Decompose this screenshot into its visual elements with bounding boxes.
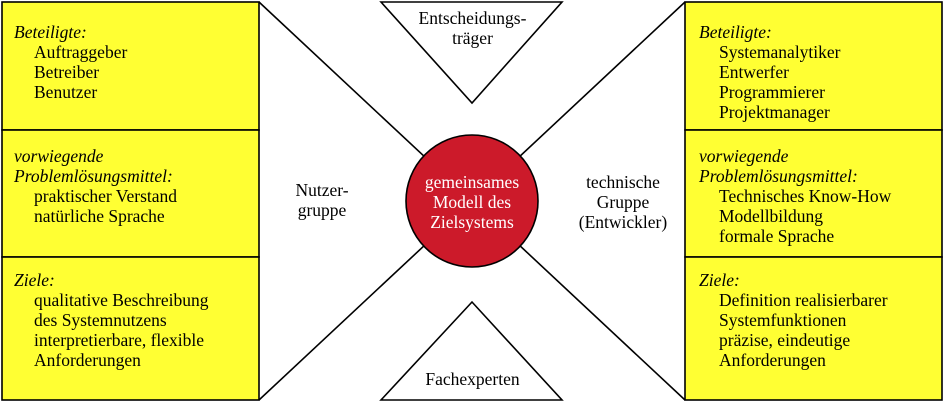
left-ziele-box xyxy=(1,256,260,401)
right-group-line: Gruppe xyxy=(596,192,650,212)
right-ziele-item: präzise, eindeutige xyxy=(719,330,851,350)
right-ziele-box xyxy=(684,256,943,401)
left-ziele-heading: Ziele: xyxy=(14,270,55,290)
right-ziele-item: Systemfunktionen xyxy=(719,310,847,330)
right-beteiligte-item: Programmierer xyxy=(719,82,825,102)
right-beteiligte-item: Systemanalytiker xyxy=(719,42,841,62)
center-line: gemeinsames xyxy=(424,172,520,192)
left-group-line: Nutzer- xyxy=(295,180,349,200)
right-group-line: technische xyxy=(586,172,660,192)
right-mittel-item: Modellbildung xyxy=(719,206,824,226)
right-ziele-panel: Ziele: Definition realisierbarer Systemf… xyxy=(699,270,888,370)
bottom-triangle xyxy=(379,300,564,401)
center-label: gemeinsames Modell des Zielsystems xyxy=(412,172,532,232)
right-mittel-item: Technisches Know-How xyxy=(719,186,892,206)
left-beteiligte-panel: Beteiligte: Auftraggeber Betreiber Benut… xyxy=(14,22,127,102)
left-mittel-panel: vorwiegende Problemlösungsmittel: prakti… xyxy=(14,146,177,226)
right-beteiligte-heading: Beteiligte: xyxy=(699,22,772,42)
right-mittel-heading: vorwiegende xyxy=(699,146,789,166)
left-ziele-item: qualitative Beschreibung xyxy=(34,290,209,310)
left-beteiligte-heading: Beteiligte: xyxy=(14,22,87,42)
right-group-line: (Entwickler) xyxy=(578,212,668,232)
center-line: Zielsystems xyxy=(430,212,514,232)
right-mittel-panel: vorwiegende Problemlösungsmittel: Techni… xyxy=(699,146,891,246)
left-ziele-item: Anforderungen xyxy=(34,350,141,370)
left-ziele-panel: Ziele: qualitative Beschreibung des Syst… xyxy=(14,270,208,370)
left-mittel-item: natürliche Sprache xyxy=(34,206,165,226)
right-beteiligte-item: Entwerfer xyxy=(719,62,789,82)
bottom-triangle-label: Fachexperten xyxy=(400,369,545,389)
right-ziele-heading: Ziele: xyxy=(699,270,740,290)
right-mittel-heading: Problemlösungsmittel: xyxy=(699,166,858,186)
right-beteiligte-panel: Beteiligte: Systemanalytiker Entwerfer P… xyxy=(699,22,841,122)
top-triangle xyxy=(379,1,564,105)
left-beteiligte-item: Auftraggeber xyxy=(34,42,128,62)
right-beteiligte-item: Projektmanager xyxy=(719,102,830,122)
bottom-triangle-line: Fachexperten xyxy=(425,369,520,389)
left-beteiligte-item: Betreiber xyxy=(34,62,100,82)
left-mittel-item: praktischer Verstand xyxy=(34,186,178,206)
left-mittel-heading: Problemlösungsmittel: xyxy=(14,166,173,186)
top-triangle-label: Entscheidungs- träger xyxy=(400,8,545,48)
left-beteiligte-item: Benutzer xyxy=(34,82,98,102)
top-triangle-line: Entscheidungs- xyxy=(418,8,527,28)
right-group-label: technische Gruppe (Entwickler) xyxy=(568,172,678,232)
right-ziele-item: Anforderungen xyxy=(719,350,826,370)
left-mittel-heading: vorwiegende xyxy=(14,146,104,166)
center-circle xyxy=(405,134,539,268)
right-mittel-item: formale Sprache xyxy=(719,226,835,246)
center-line: Modell des xyxy=(432,192,512,212)
left-beteiligte-box xyxy=(1,1,260,131)
left-ziele-item: des Systemnutzens xyxy=(34,310,167,330)
right-ziele-item: Definition realisierbarer xyxy=(719,290,888,310)
left-ziele-item: interpretierbare, flexible xyxy=(34,330,205,350)
top-triangle-line: träger xyxy=(452,28,493,48)
left-group-label: Nutzer- gruppe xyxy=(277,180,367,220)
left-group-line: gruppe xyxy=(297,200,347,220)
